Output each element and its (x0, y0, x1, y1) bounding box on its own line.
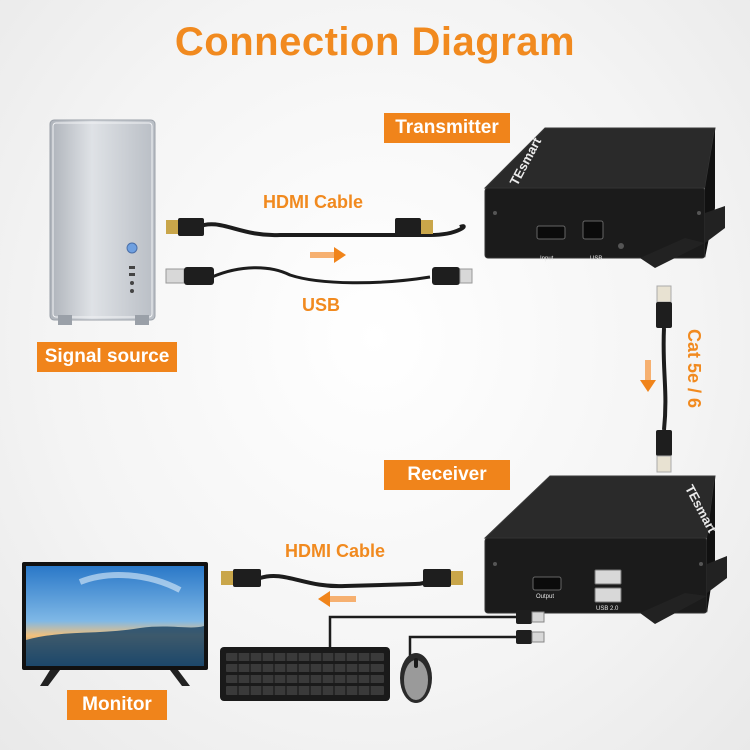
rx-usb-label: USB 2.0 (596, 606, 619, 612)
monitor-hdmi-cable (221, 569, 463, 589)
rj45-plug-bottom-icon (656, 430, 672, 473)
monitor-tag: Monitor (67, 690, 167, 720)
rx-output-label: Output (536, 594, 555, 600)
rj45-plug-top-icon (656, 285, 672, 328)
hdmi-cable-label-top: HDMI Cable (263, 192, 364, 212)
tx-input-label: Input (540, 256, 554, 262)
usb-b-plug-icon (432, 267, 473, 285)
transmitter-tag: Transmitter (384, 113, 510, 143)
arrow-right-icon (310, 247, 346, 263)
cat-cable-label: Cat 5e / 6 (684, 329, 704, 409)
hdmi-plug-right-icon (395, 218, 433, 236)
tx-usb-label: USB (590, 256, 603, 262)
receiver-device: TEsmart (483, 475, 727, 624)
transmitter-device: TEsmart (483, 127, 725, 268)
source-cables (165, 218, 473, 285)
pc-tower (49, 119, 156, 325)
receiver-tag: Receiver (384, 460, 510, 490)
hdmi-plug-monitor-left-icon (221, 569, 261, 587)
ethernet-cable (656, 285, 672, 473)
arrow-down-icon (640, 360, 656, 392)
signal-source-tag: Signal source (37, 342, 177, 372)
usb-plug-lower-icon (516, 630, 545, 644)
mouse (400, 653, 432, 703)
monitor (22, 562, 208, 686)
hdmi-plug-left-icon (166, 218, 204, 236)
hdmi-plug-monitor-right-icon (423, 569, 463, 587)
diagram-title: Connection Diagram (174, 20, 576, 64)
usb-a-plug-icon (165, 267, 214, 285)
usb-cable-label: USB (302, 295, 341, 315)
arrow-left-icon (318, 591, 356, 607)
hdmi-cable-label-bottom: HDMI Cable (285, 541, 386, 561)
keyboard (220, 647, 390, 701)
usb-plug-upper-icon (516, 610, 545, 624)
usb-peripheral-cables (328, 610, 545, 657)
